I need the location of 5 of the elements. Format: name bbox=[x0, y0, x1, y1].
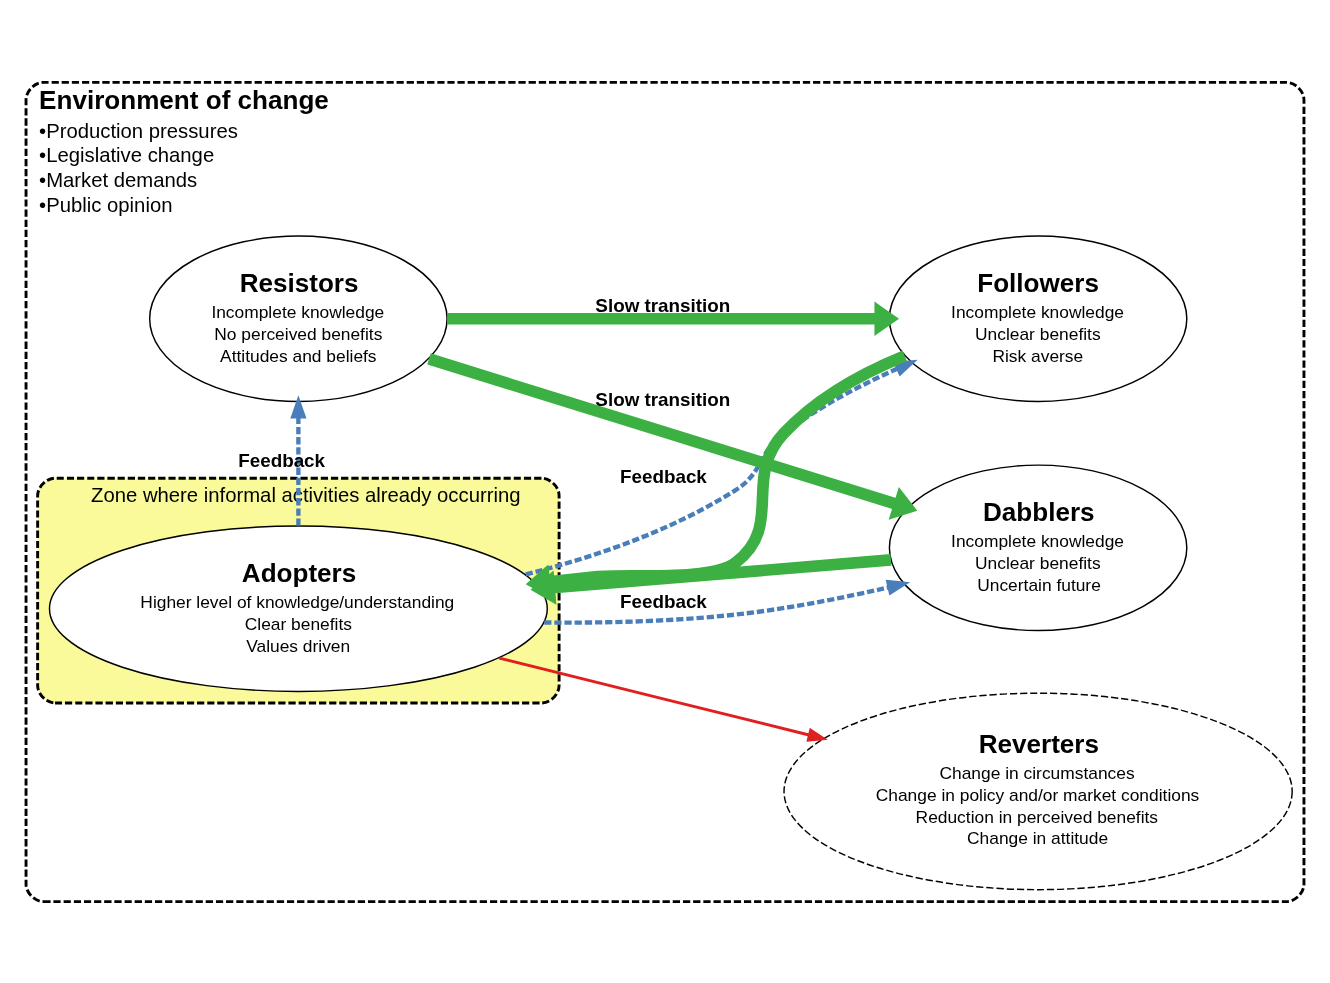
edge-label: Slow transition bbox=[595, 388, 731, 410]
edge-label: Slow transition bbox=[595, 294, 731, 316]
edge-label: Feedback bbox=[619, 590, 707, 612]
edge-label: Feedback bbox=[238, 449, 326, 471]
edge-label: Feedback bbox=[619, 465, 707, 487]
